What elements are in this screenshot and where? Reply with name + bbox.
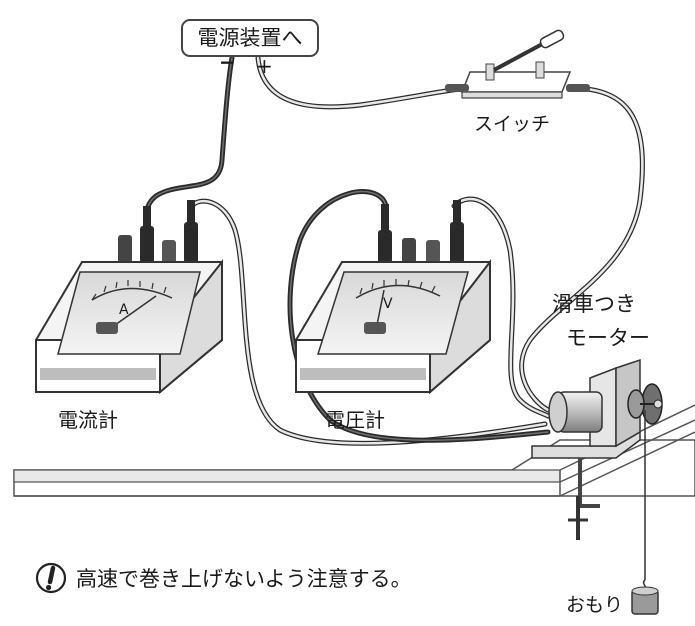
weight-label: おもり	[566, 594, 624, 616]
motor-label-line2: モーター	[566, 326, 650, 350]
voltmeter-terminals	[378, 200, 464, 263]
motor-label-line1: 滑車つき	[552, 292, 636, 316]
caution-note: 高速で巻き上げないよう注意する。	[34, 560, 412, 596]
switch-label: スイッチ	[474, 113, 551, 135]
power-supply-label: 電源装置へ	[181, 19, 319, 57]
plus-terminal-sign: +	[256, 54, 273, 78]
minus-terminal-sign: −	[219, 50, 236, 74]
ammeter-label: 電流計	[58, 408, 118, 432]
knife-switch	[445, 29, 590, 99]
ammeter	[35, 200, 223, 395]
table	[13, 404, 695, 497]
voltmeter	[295, 200, 491, 395]
voltmeter-unit-letter: V	[383, 296, 393, 312]
ammeter-unit-letter: A	[119, 302, 129, 318]
ammeter-terminals	[118, 200, 198, 263]
pulley-motor	[531, 358, 663, 615]
voltmeter-label: 電圧計	[325, 408, 385, 432]
caution-text: 高速で巻き上げないよう注意する。	[76, 567, 412, 591]
exclamation-circle-icon	[35, 562, 67, 594]
